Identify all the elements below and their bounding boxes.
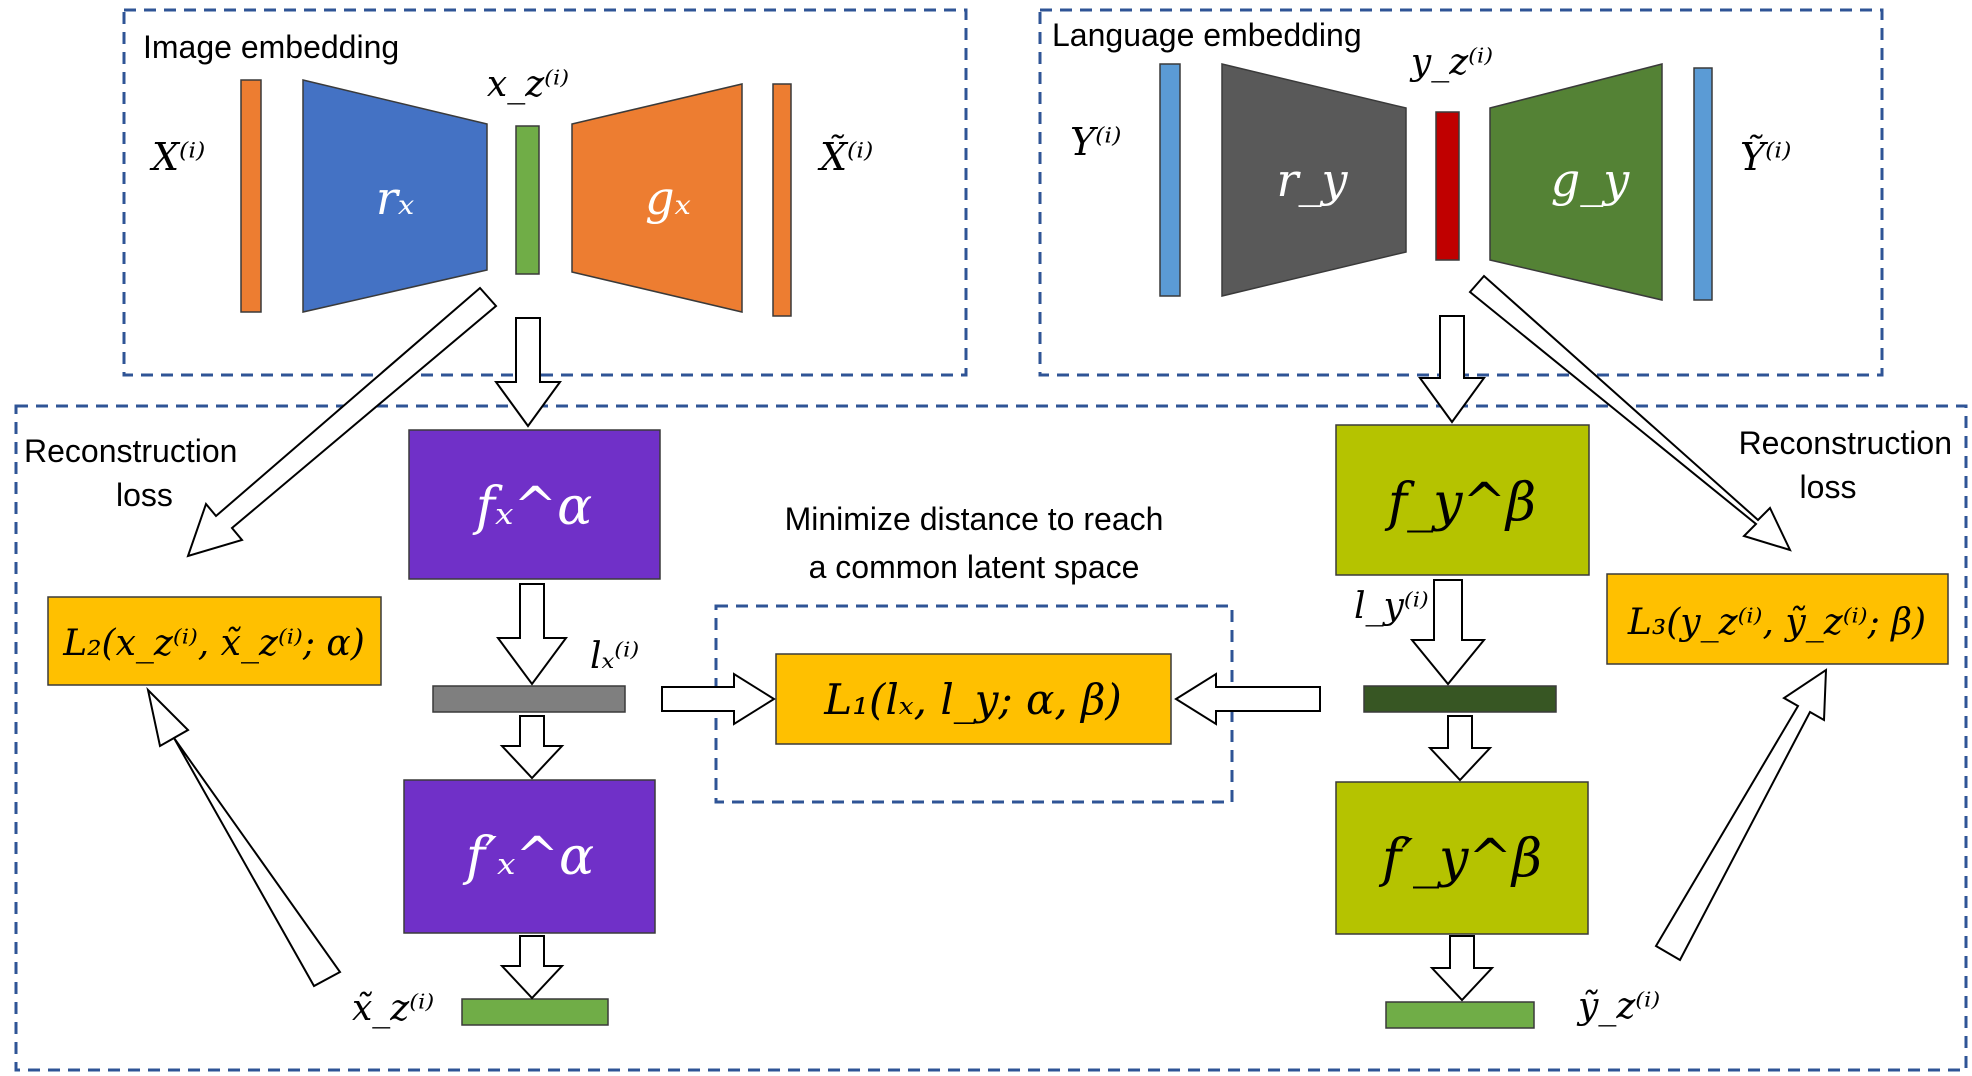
language-input-bar <box>1159 63 1181 297</box>
x-recon-label: x̃_z⁽ⁱ⁾ <box>352 988 434 1029</box>
fy-prime-beta-label: f′_y^β <box>1378 829 1542 889</box>
image-input-label: X⁽ⁱ⁾ <box>149 135 205 179</box>
center-note-line1: Minimize distance to reach <box>785 501 1164 537</box>
fx-prime-alpha-label: f′ₓ^α <box>462 827 594 887</box>
arrow-latent-to-fx <box>494 317 562 428</box>
arrow-ly-to-L1 <box>1174 672 1321 726</box>
arrow-xrecon-to-L2 <box>146 686 342 988</box>
loss-L3-label: L₃(y_z⁽ⁱ⁾, ỹ_z⁽ⁱ⁾; β) <box>1627 602 1926 643</box>
arrow-yrecon-to-L3 <box>1654 668 1828 962</box>
loss-L1-box <box>775 653 1172 745</box>
y-recon-label: ỹ_z⁽ⁱ⁾ <box>1576 986 1660 1027</box>
image-embedding-title: Image embedding <box>143 29 399 65</box>
alignment-panel <box>14 404 1968 1072</box>
image-encoder-label: rₓ <box>376 171 414 225</box>
image-embedding-panel <box>122 8 968 377</box>
image-output-label: X̃⁽ⁱ⁾ <box>817 135 873 179</box>
x-recon-bar <box>461 998 609 1026</box>
fx-alpha-label: fₓ^α <box>472 477 592 537</box>
fy-prime-beta-block <box>1335 781 1589 935</box>
image-decoder-label: gₓ <box>645 171 691 225</box>
arrow-fx-to-lx <box>496 583 568 686</box>
ly-label: l_y⁽ⁱ⁾ <box>1354 586 1429 627</box>
loss-L2-box <box>47 596 382 686</box>
arrow-encoder-to-L2 <box>186 286 498 558</box>
y-recon-bar <box>1385 1001 1535 1029</box>
image-decoder-gx <box>571 83 743 313</box>
language-output-bar <box>1693 67 1713 301</box>
right-recon-sub: loss <box>1800 469 1857 505</box>
image-latent-bar <box>515 125 540 275</box>
language-output-label: Ỹ⁽ⁱ⁾ <box>1740 135 1791 179</box>
language-decoder-gy <box>1489 63 1663 301</box>
loss-L1-label: L₁(lₓ, l_y; α, β) <box>823 675 1122 724</box>
language-latent-label: y_z⁽ⁱ⁾ <box>1409 42 1493 83</box>
arrow-fy-to-ly <box>1409 579 1487 686</box>
arrow-lx-to-fxprime <box>499 715 565 780</box>
fy-beta-block <box>1335 424 1590 576</box>
language-decoder-label: g_y <box>1551 153 1630 207</box>
image-encoder-rx <box>302 79 488 313</box>
loss-L2-label: L₂(x_z⁽ⁱ⁾, x̃_z⁽ⁱ⁾; α) <box>62 623 365 664</box>
lx-bar <box>432 685 626 713</box>
arrow-lx-to-L1 <box>661 672 776 726</box>
arrow-fxprime-to-xrecon <box>499 935 565 1000</box>
arrow-ly-to-fyprime <box>1427 715 1493 782</box>
language-latent-bar <box>1435 111 1460 261</box>
center-note-line2: a common latent space <box>809 549 1140 585</box>
ly-bar <box>1363 685 1557 713</box>
language-encoder-ry <box>1221 63 1407 297</box>
image-output-bar <box>772 83 792 317</box>
left-recon-sub: loss <box>116 477 173 513</box>
language-encoder-label: r_y <box>1277 153 1349 207</box>
left-recon-title: Reconstruction <box>24 433 237 469</box>
arrow-latent-to-fy <box>1418 315 1486 424</box>
language-embedding-title: Language embedding <box>1052 17 1362 53</box>
language-input-label: Y⁽ⁱ⁾ <box>1070 120 1121 164</box>
fx-prime-alpha-block <box>403 779 656 934</box>
arrow-fyprime-to-yrecon <box>1429 935 1495 1002</box>
lx-label: lₓ⁽ⁱ⁾ <box>590 636 639 677</box>
fx-alpha-block <box>408 429 661 580</box>
loss-L3-box <box>1606 573 1949 665</box>
arrow-decoder-to-L3 <box>1468 274 1792 552</box>
image-latent-label: x_z⁽ⁱ⁾ <box>487 64 569 105</box>
right-recon-title: Reconstruction <box>1739 425 1952 461</box>
fy-beta-label: f_y^β <box>1384 473 1536 533</box>
image-input-bar <box>240 79 262 313</box>
